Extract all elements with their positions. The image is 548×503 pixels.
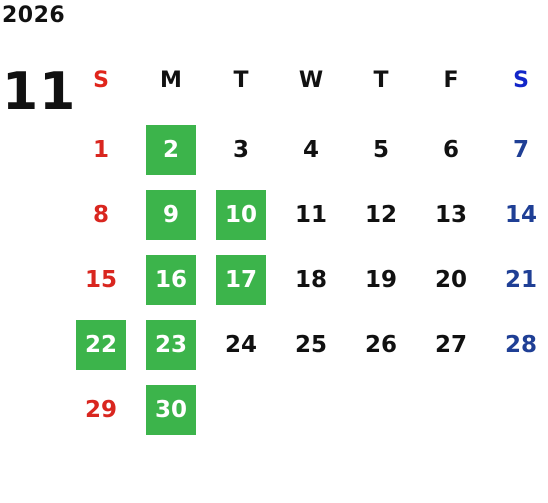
weekday-tuesday: T: [233, 68, 249, 93]
day-cell[interactable]: 10: [216, 190, 266, 240]
day-cell[interactable]: 4: [302, 137, 319, 163]
day-cell[interactable]: 26: [364, 332, 397, 358]
month-number: 11: [2, 62, 77, 122]
day-cell[interactable]: 21: [504, 267, 537, 293]
year-label: 2026: [2, 3, 66, 28]
day-cell[interactable]: 12: [364, 202, 397, 228]
day-cell[interactable]: 22: [76, 320, 126, 370]
day-cell[interactable]: 3: [232, 137, 249, 163]
weekday-wednesday: W: [298, 68, 324, 93]
day-cell[interactable]: 27: [434, 332, 467, 358]
day-cell[interactable]: 6: [442, 137, 459, 163]
day-cell[interactable]: 7: [512, 137, 529, 163]
weekday-sunday: S: [93, 68, 109, 93]
day-cell[interactable]: 17: [216, 255, 266, 305]
day-cell[interactable]: 25: [294, 332, 327, 358]
day-cell[interactable]: 5: [372, 137, 389, 163]
day-cell[interactable]: 29: [84, 397, 117, 423]
day-cell[interactable]: 8: [92, 202, 109, 228]
day-cell[interactable]: 14: [504, 202, 537, 228]
weekday-monday: M: [160, 68, 182, 93]
weekday-saturday: S: [513, 68, 529, 93]
day-cell[interactable]: 2: [146, 125, 196, 175]
day-cell[interactable]: 19: [364, 267, 397, 293]
day-cell[interactable]: 13: [434, 202, 467, 228]
weekday-thursday: T: [373, 68, 389, 93]
day-cell[interactable]: 16: [146, 255, 196, 305]
day-cell[interactable]: 11: [294, 202, 327, 228]
day-cell[interactable]: 24: [224, 332, 257, 358]
day-cell[interactable]: 30: [146, 385, 196, 435]
weekday-friday: F: [443, 68, 459, 93]
day-cell[interactable]: 1: [92, 137, 109, 163]
day-cell[interactable]: 23: [146, 320, 196, 370]
day-cell[interactable]: 15: [84, 267, 117, 293]
day-cell[interactable]: 9: [146, 190, 196, 240]
day-cell[interactable]: 20: [434, 267, 467, 293]
day-cell[interactable]: 28: [504, 332, 537, 358]
day-cell[interactable]: 18: [294, 267, 327, 293]
